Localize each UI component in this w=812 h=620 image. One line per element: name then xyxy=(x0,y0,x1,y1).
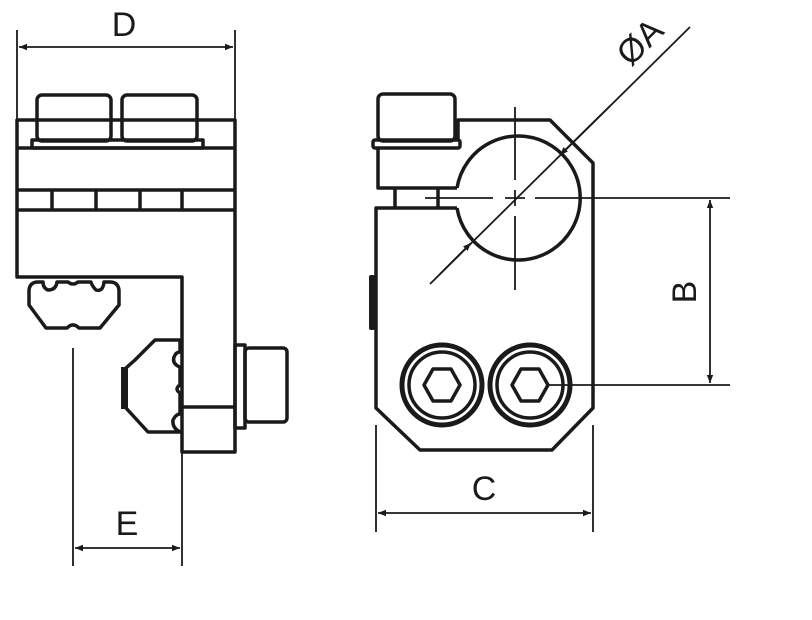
hex-socket-icon xyxy=(422,367,462,403)
profile-side xyxy=(124,338,182,434)
side-view xyxy=(15,93,289,454)
profile-top xyxy=(27,280,121,330)
dimension-c: C xyxy=(375,425,594,532)
dimension-d: D xyxy=(16,6,236,120)
label-d: D xyxy=(112,6,137,44)
dimension-e: E xyxy=(72,348,183,566)
front-body xyxy=(374,118,595,452)
cap-right xyxy=(120,93,199,143)
body-bands xyxy=(17,146,235,212)
dimension-b: B xyxy=(548,200,730,386)
centerlines xyxy=(425,107,730,290)
front-view xyxy=(369,92,730,452)
label-a: ØA xyxy=(609,11,671,73)
front-cap-flange xyxy=(371,138,462,150)
hex-socket-icon xyxy=(510,367,550,403)
cap-body xyxy=(376,148,457,190)
band-dividers xyxy=(50,190,184,210)
label-b: B xyxy=(666,281,704,304)
label-c: C xyxy=(472,470,497,508)
front-cap xyxy=(376,92,457,143)
profile-side-edge xyxy=(121,367,128,409)
cap-left xyxy=(35,93,113,143)
label-e: E xyxy=(116,505,139,543)
side-bump xyxy=(369,275,375,330)
knob xyxy=(243,346,289,424)
screw-left xyxy=(399,342,485,428)
